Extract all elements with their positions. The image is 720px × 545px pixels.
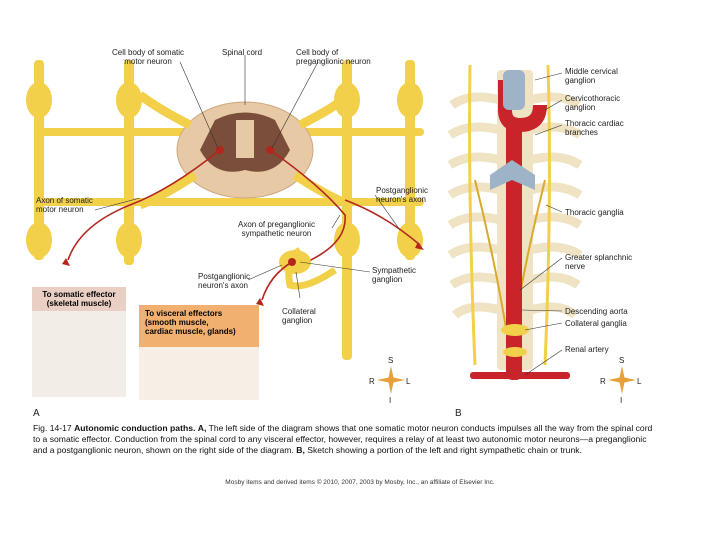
label-spinal-cord: Spinal cord [222, 48, 263, 57]
dorsal-root [297, 91, 353, 130]
leader-lines [519, 72, 563, 376]
label-sympathetic-ganglion: Sympathetic ganglion [372, 266, 417, 284]
collateral-ganglia-blob [501, 324, 529, 336]
copyright-credit: Mosby items and derived items © 2010, 20… [225, 479, 495, 486]
compass-a-r: R [369, 377, 375, 386]
panel-a-art [26, 60, 424, 394]
ganglion-blob [26, 82, 52, 118]
panel-letter-b: B [455, 408, 462, 419]
ganglion-blob [334, 222, 360, 258]
collateral-ganglia-blob [503, 347, 527, 357]
compass-b [608, 366, 636, 394]
ganglion-blob [116, 222, 142, 258]
compass-a-l: L [406, 377, 411, 386]
trachea [503, 70, 525, 110]
ganglion-blob [26, 222, 52, 258]
label-cell-body-somatic: Cell body of somatic motor neuron [112, 48, 185, 66]
label-postganglionic-axon-low: Postganglionic neuron's axon [198, 272, 251, 290]
label-middle-cervical: Middle cervical ganglion [565, 67, 618, 85]
compass-b-l: L [637, 377, 642, 386]
compass-b-s: S [619, 356, 625, 365]
compass-a-s: S [388, 356, 394, 365]
ganglion-blob [116, 82, 142, 118]
label-collateral-ganglion: Collateral ganglion [282, 307, 316, 325]
compass-a [377, 366, 405, 394]
label-postganglionic-axon-right: Postganglionic neuron's axon [376, 186, 429, 204]
preganglionic-axon [269, 149, 346, 266]
leader-lines-a [94, 55, 401, 299]
postganglionic-axon-right [344, 199, 421, 246]
axon-arrow [256, 298, 264, 306]
label-collateral-ganglia: Collateral ganglia [565, 319, 627, 328]
panel-letter-a: A [33, 408, 40, 419]
central-column [236, 120, 254, 158]
left-sympathetic-chain [468, 64, 477, 366]
ganglion-blob [397, 222, 423, 258]
axon-arrow [62, 258, 70, 266]
bronchi [490, 160, 535, 190]
compass-b-r: R [600, 377, 606, 386]
compass-a-i: I [389, 396, 392, 405]
label-thoracic-ganglia: Thoracic ganglia [565, 208, 624, 217]
label-axon-somatic: Axon of somatic motor neuron [36, 196, 93, 214]
label-greater-splanchnic: Greater splanchnic nerve [565, 253, 633, 271]
panel-b-art [447, 64, 583, 380]
ventral-root [138, 171, 198, 210]
dorsal-root [137, 91, 193, 130]
descending-aorta [506, 120, 522, 380]
postganglionic-axon-low [261, 261, 293, 301]
somatic-effector-heading: To somatic effector (skeletal muscle) [32, 287, 126, 311]
label-cell-body-preganglionic: Cell body of preganglionic neuron [296, 48, 371, 66]
figure-caption: Fig. 14-17 Autonomic conduction paths. A… [33, 423, 653, 456]
right-sympathetic-chain [543, 64, 551, 366]
label-cervicothoracic: Cervicothoracic ganglion [565, 94, 621, 112]
label-renal-artery: Renal artery [565, 345, 609, 354]
label-axon-preganglionic: Axon of preganglionic sympathetic neuron [238, 220, 315, 238]
caption-title: Autonomic conduction paths. [74, 423, 196, 433]
label-descending-aorta: Descending aorta [565, 307, 628, 316]
rib-cage [447, 92, 583, 319]
somatic-axon [67, 149, 221, 261]
caption-body-a: The left side of the diagram shows that … [33, 423, 653, 455]
caption-label-b: B, [296, 445, 305, 455]
label-thoracic-cardiac: Thoracic cardiac branches [565, 119, 624, 137]
renal-arteries [470, 372, 570, 379]
compass-b-i: I [620, 396, 623, 405]
axon-arrow [415, 242, 424, 250]
caption-fig-number: Fig. 14-17 [33, 423, 72, 433]
ganglion-blob [397, 82, 423, 118]
visceral-effector-heading: To visceral effectors (smooth muscle, ca… [139, 305, 259, 347]
caption-label-a: A, [197, 423, 207, 433]
caption-body-b: Sketch showing a portion of the left and… [307, 445, 582, 455]
